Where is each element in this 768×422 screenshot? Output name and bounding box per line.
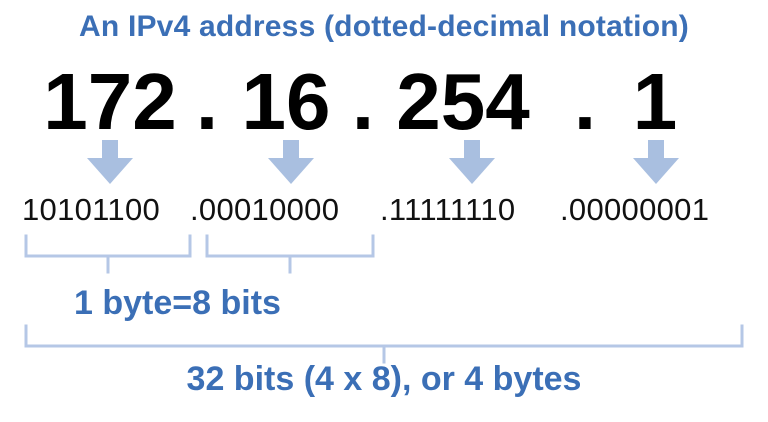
diagram-title: An IPv4 address (dotted-decimal notation… (79, 10, 689, 43)
octet-4: 1 (632, 57, 678, 146)
byte-label: 1 byte=8 bits (74, 284, 281, 322)
down-arrow-icon (268, 140, 314, 184)
dot-separator-2: . (351, 57, 375, 146)
byte-bracket-2 (205, 234, 375, 274)
binary-octet-1: 10101100 (22, 192, 161, 227)
binary-octet-3: .11111110 (380, 192, 516, 227)
dot-separator-3: . (573, 57, 597, 146)
binary-octet-2: .00010000 (190, 192, 340, 227)
down-arrow-icon (87, 140, 133, 184)
byte-bracket-1 (24, 234, 192, 274)
down-arrow-icon (633, 140, 679, 184)
total-bits-label: 32 bits (4 x 8), or 4 bytes (186, 360, 582, 398)
binary-octet-4: .00000001 (560, 192, 710, 227)
total-bracket (24, 324, 744, 364)
down-arrow-icon (449, 140, 495, 184)
dot-separator-1: . (195, 57, 219, 146)
octet-1: 172 (43, 57, 177, 146)
octet-3: 254 (396, 57, 530, 146)
octet-2: 16 (241, 57, 331, 146)
